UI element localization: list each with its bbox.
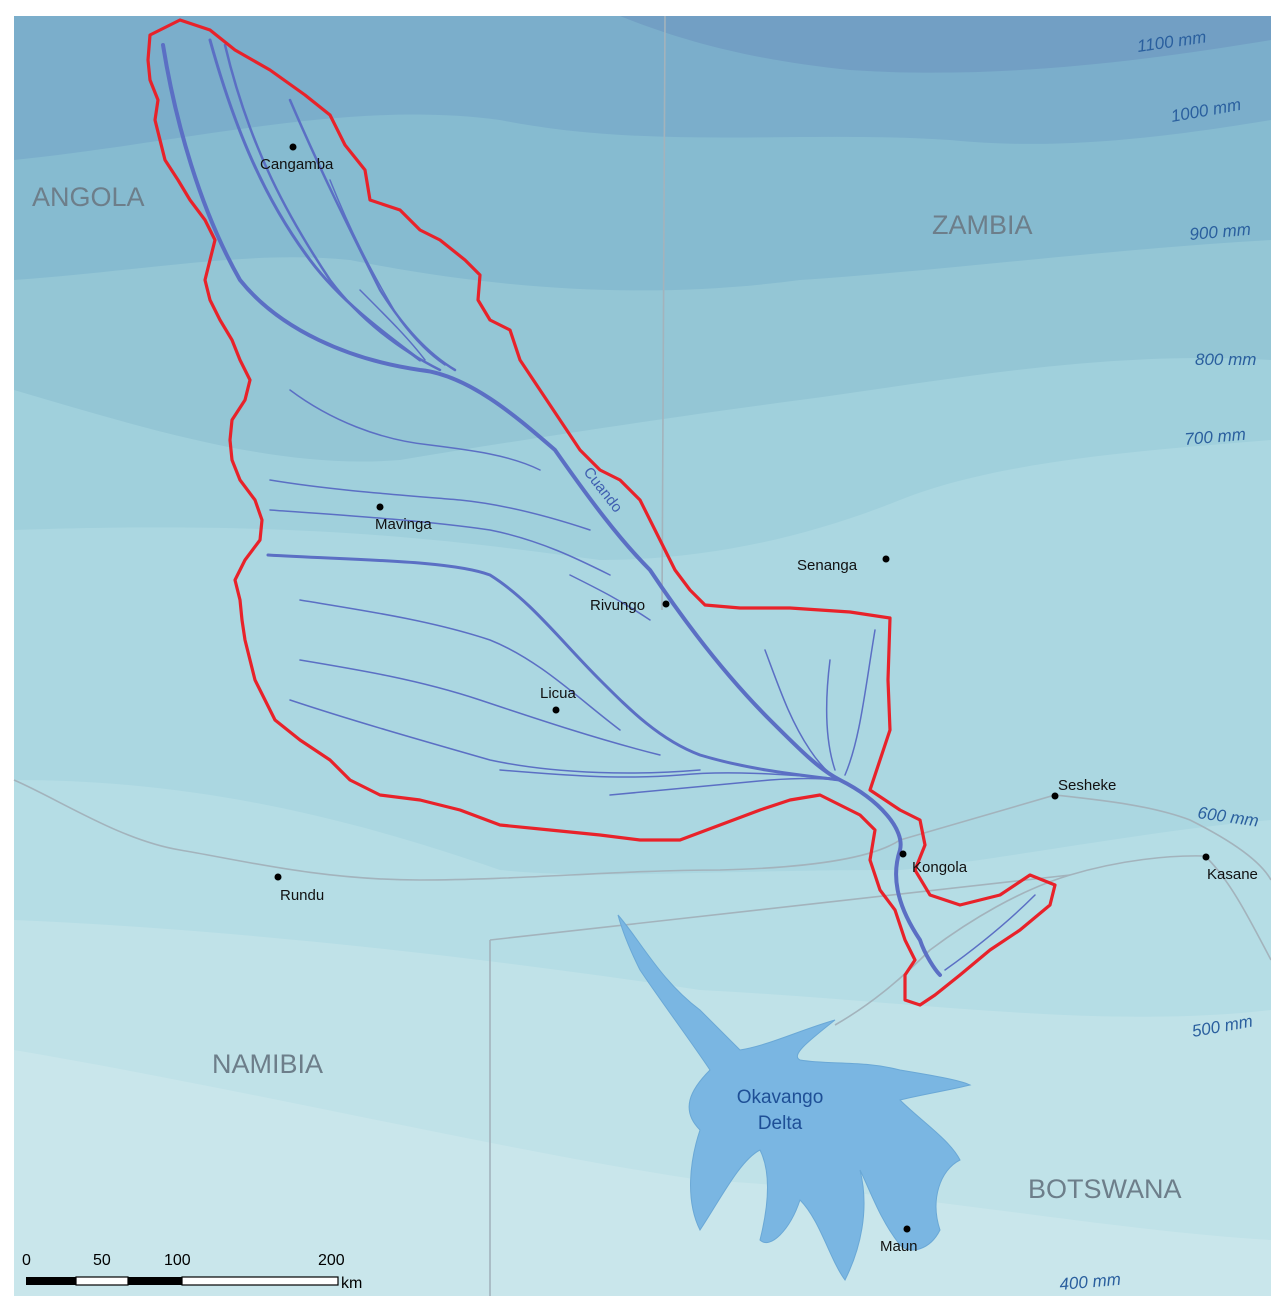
town-label-rundu: Rundu: [280, 887, 324, 904]
border-angola-namibia: [13, 779, 901, 881]
river-tributary-south-d: [499, 769, 831, 779]
towns: Cangamba Mavinga Rivungo Licua Senanga S…: [260, 143, 1258, 1255]
scale-segment-100-200: [181, 1276, 339, 1286]
river-tributary-east-b: [826, 659, 836, 771]
scale-tick-100: 100: [164, 1252, 191, 1269]
label-botswana: BOTSWANA: [1028, 1174, 1182, 1204]
okavango-delta: [617, 914, 972, 1281]
scale-tick-0: 0: [22, 1252, 31, 1269]
river-tributary-north-a: [208, 38, 422, 362]
delta-label-line2: Delta: [758, 1113, 803, 1134]
river-tributary-mid-a: [289, 389, 541, 471]
town-label-senanga: Senanga: [797, 557, 858, 574]
border-zambia-namibia: [899, 794, 1271, 881]
town-marker-kasane: [1202, 853, 1210, 861]
scale-bar: 0 50 100 200 km: [22, 1252, 362, 1292]
town-marker-cangamba: [289, 143, 297, 151]
delta-label-line1: Okavango: [737, 1087, 824, 1108]
river-tributary-north-d: [329, 179, 446, 366]
scale-segment-0-25: [26, 1277, 76, 1285]
town-label-maun: Maun: [880, 1238, 918, 1255]
border-namibia-botswana-north: [489, 874, 1071, 941]
town-label-licua: Licua: [540, 685, 577, 702]
label-namibia: NAMIBIA: [212, 1049, 323, 1079]
river-tributary-north-e: [359, 289, 426, 361]
town-marker-maun: [903, 1225, 911, 1233]
river-linyanti: [944, 894, 1036, 971]
town-label-cangamba: Cangamba: [260, 156, 334, 173]
delta-water: [617, 914, 972, 1281]
river-cuando: [161, 43, 942, 977]
river-tributary-north-b: [223, 43, 442, 372]
town-label-sesheke: Sesheke: [1058, 777, 1116, 794]
river-tributary-south-c: [289, 699, 701, 774]
rainfall-zones: [14, 16, 1271, 1296]
town-marker-senanga: [882, 555, 890, 563]
town-marker-licua: [552, 706, 560, 714]
town-marker-rivungo: [662, 600, 670, 608]
town-marker-rundu: [274, 873, 282, 881]
town-marker-mavinga: [376, 503, 384, 511]
border-angola-zambia: [661, 15, 666, 611]
scale-tick-50: 50: [93, 1252, 111, 1269]
river-tributary-rivungo: [569, 574, 651, 621]
town-label-mavinga: Mavinga: [375, 516, 432, 533]
town-marker-sesheke: [1051, 792, 1059, 800]
scale-segment-50-100: [128, 1277, 182, 1285]
label-angola: ANGOLA: [32, 182, 145, 212]
town-label-kasane: Kasane: [1207, 866, 1258, 883]
river-tributary-south-a: [299, 599, 621, 731]
river-network: [161, 38, 1036, 977]
river-tributary-mid-b: [269, 479, 591, 531]
zone-above-1100: [620, 16, 1271, 73]
town-marker-kongola: [899, 850, 907, 858]
river-tributary-east-a: [764, 649, 841, 781]
river-tributary-south-e: [609, 777, 836, 796]
town-label-kongola: Kongola: [912, 859, 968, 876]
river-luiana: [266, 553, 842, 782]
cuando-basin-outline: [146, 18, 1057, 1007]
river-tributary-north-c: [288, 98, 457, 372]
river-tributary-east-c: [844, 629, 876, 776]
isohyet-label-800: 800 mm: [1195, 350, 1256, 369]
label-zambia: ZAMBIA: [932, 210, 1033, 240]
scale-unit: km: [341, 1275, 362, 1292]
river-tributary-mid-c: [269, 509, 611, 576]
scale-segment-25-50: [75, 1276, 129, 1286]
town-label-rivungo: Rivungo: [590, 597, 645, 614]
river-tributary-south-b: [299, 659, 661, 756]
scale-tick-200: 200: [318, 1252, 345, 1269]
